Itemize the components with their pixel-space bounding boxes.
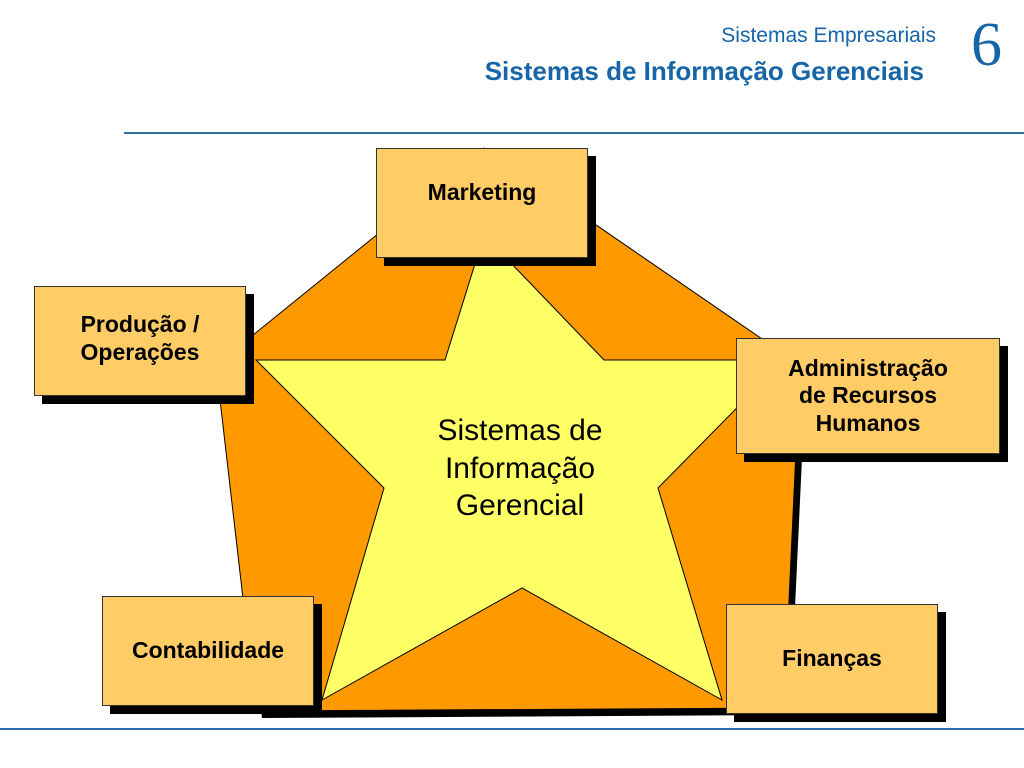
producao-operacoes-box: Produção / Operações: [34, 286, 246, 396]
header-divider: [124, 132, 1024, 134]
marketing-box: Marketing: [376, 148, 588, 258]
administracao-rh-box: Administração de Recursos Humanos: [736, 338, 1000, 454]
header-subtitle: Sistemas Empresariais: [721, 24, 936, 47]
financas-box: Finanças: [726, 604, 938, 714]
chapter-number: 6: [971, 11, 1002, 79]
star-shape: [254, 234, 786, 702]
contabilidade-box: Contabilidade: [102, 596, 314, 706]
header-title: Sistemas de Informação Gerenciais: [484, 56, 924, 86]
center-label: Sistemas de Informação Gerencial: [437, 414, 603, 522]
footer-divider: [0, 728, 1024, 730]
